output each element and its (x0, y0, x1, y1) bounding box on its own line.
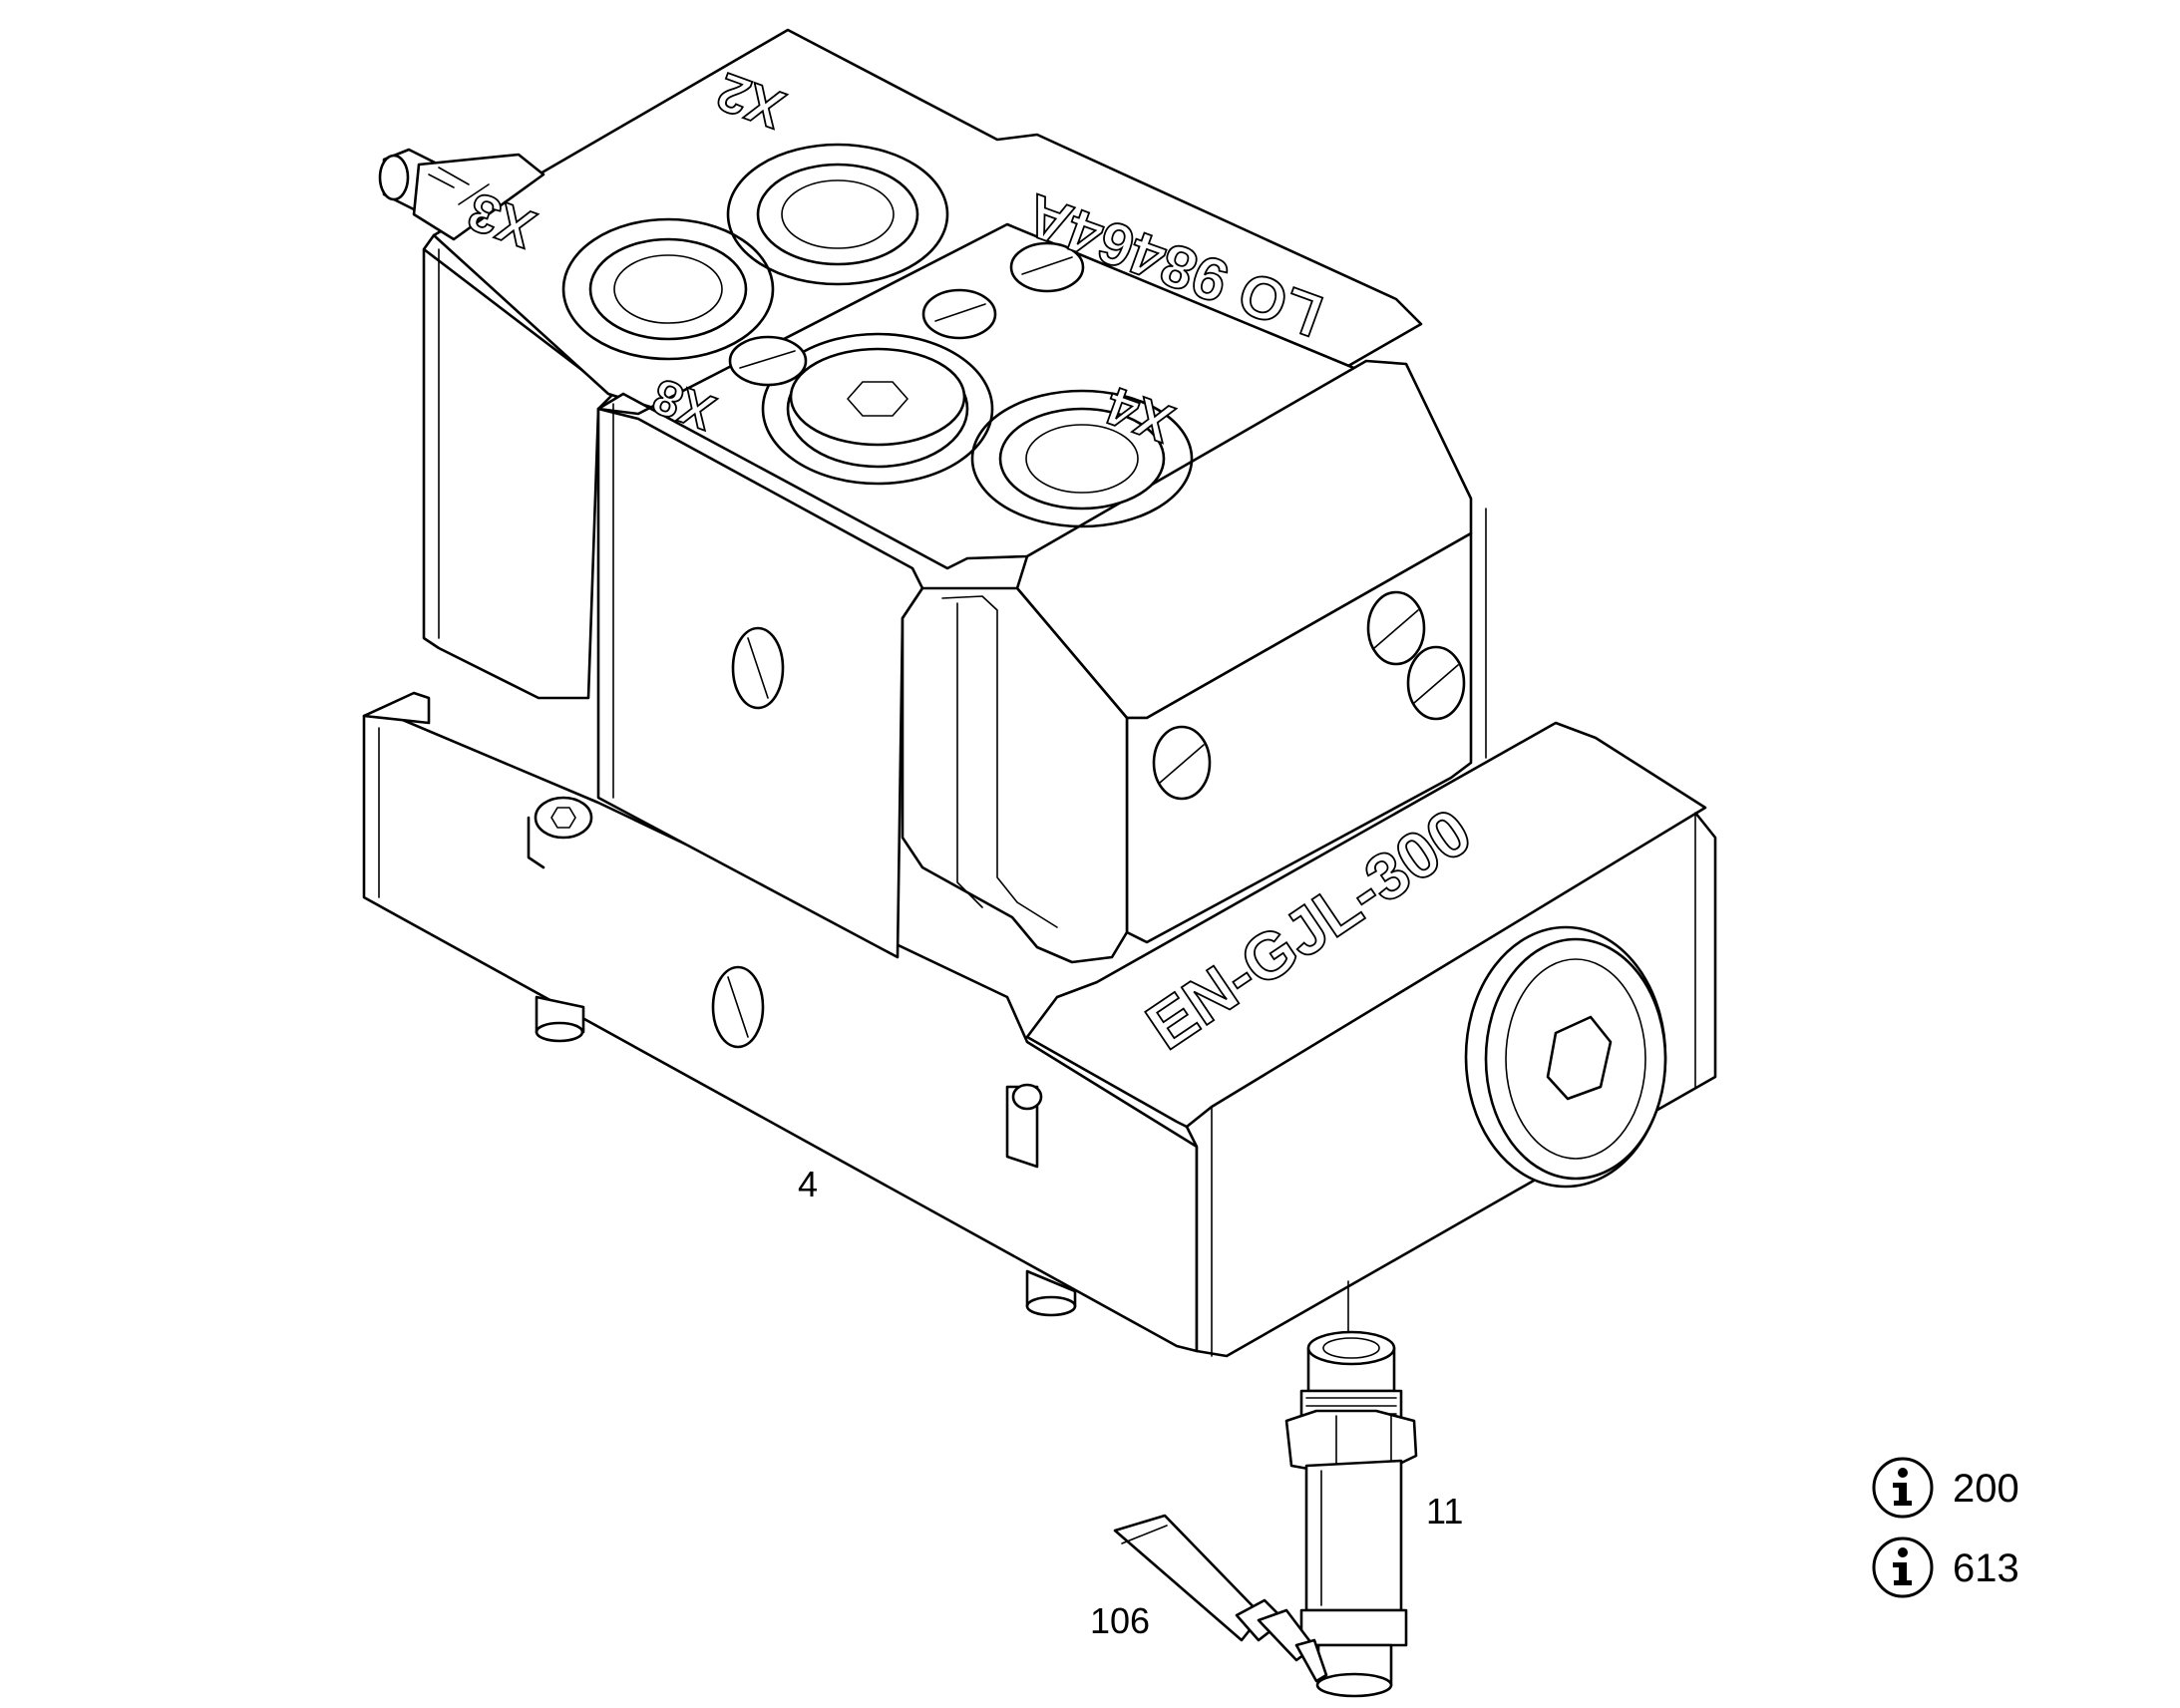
center-channel-inner (941, 595, 1058, 928)
center-channel (901, 586, 1129, 964)
position-label-fitting: 11 (1426, 1491, 1463, 1532)
side-plug-4 (1406, 645, 1466, 721)
base-top-ledge (362, 691, 431, 725)
screw-in-fitting (1284, 1280, 1418, 1698)
port-x8-plug (761, 332, 994, 486)
side-plug-1 (731, 626, 785, 710)
info-reference-number: 200 (1953, 1467, 2019, 1511)
top-plug-c (728, 335, 808, 387)
upper-block-left-face (422, 233, 615, 700)
dowel-pin-left (535, 995, 585, 1043)
left-clamp-screw (527, 796, 593, 869)
info-reference-2[interactable]: 613 (1872, 1537, 2019, 1598)
upper-left-fitting (378, 148, 545, 241)
dowel-pin-front (1025, 1269, 1077, 1317)
top-plug-a (1009, 241, 1085, 293)
port-x4 (970, 389, 1194, 528)
port-x2 (726, 143, 949, 286)
info-reference-number: 613 (1953, 1546, 2019, 1590)
side-plug-3 (1366, 590, 1426, 666)
base-left-face (362, 708, 1199, 1353)
front-hex-plug (1464, 925, 1667, 1189)
sealant-tube (1113, 1514, 1328, 1683)
side-plug-2 (711, 965, 765, 1049)
front-clamp-screw (1005, 1083, 1043, 1169)
info-reference-1[interactable]: 200 (1872, 1457, 2019, 1519)
valve-housing: X2 X3 X8 X4 LO 98464A EN-GJL-300 (362, 28, 1717, 1358)
front-block-top-face (1025, 721, 1707, 1129)
port-x3 (561, 217, 775, 361)
position-label-sealant-tube: 106 (1090, 1600, 1150, 1641)
position-label-housing: 4 (798, 1164, 818, 1204)
top-plug-b (921, 288, 997, 340)
side-plug-5 (1152, 725, 1212, 801)
